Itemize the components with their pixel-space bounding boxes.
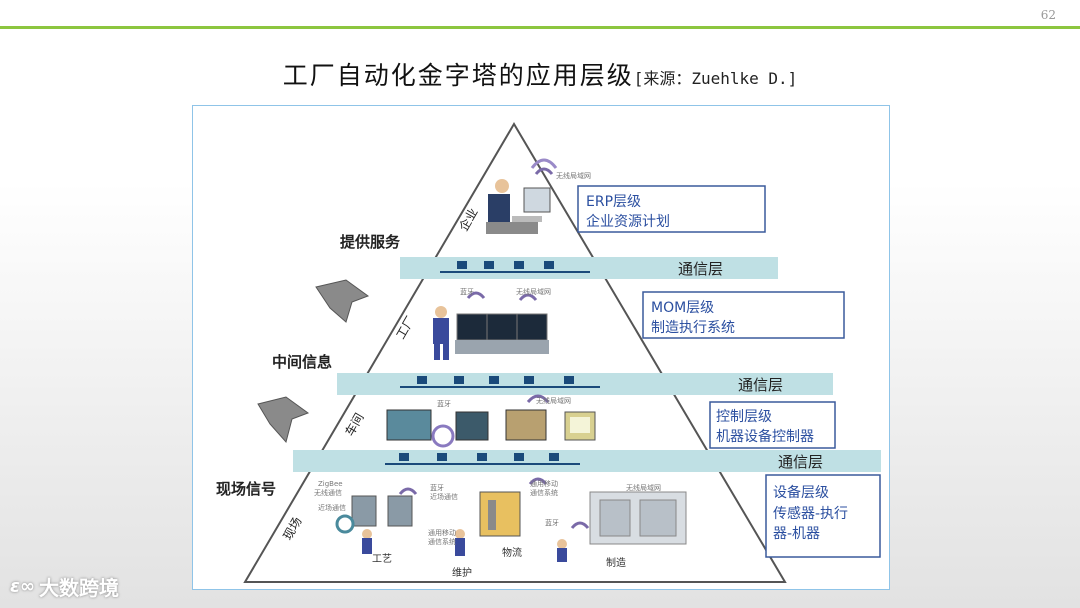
- mom-box-title: MOM层级: [651, 300, 714, 316]
- erp-box: [577, 185, 766, 233]
- network-bus-3: [385, 453, 580, 465]
- label-wlan-factory: 无线局域网: [516, 287, 551, 296]
- page-number: 62: [1040, 8, 1056, 22]
- arrow-up-icon-2: [257, 396, 310, 444]
- comm-layer-label-3: 通信层: [778, 453, 823, 471]
- network-bus-1: [440, 261, 590, 273]
- label-logistics: 物流: [502, 546, 522, 559]
- label-bluetooth-factory: 蓝牙: [460, 287, 474, 296]
- control-box: [709, 401, 836, 449]
- device-box-title: 设备层级: [773, 484, 829, 501]
- label-wlan-field: 无线局域网: [626, 483, 661, 492]
- comm-band-1: [400, 257, 778, 279]
- label-field-signals: 现场信号: [216, 480, 276, 498]
- arrow-up-icon: [315, 279, 370, 323]
- mom-box-subtitle: 制造执行系统: [651, 320, 735, 336]
- mom-box: [642, 291, 845, 339]
- erp-box-title: ERP层级: [586, 194, 641, 210]
- label-wlan-top: 无线局域网: [556, 171, 591, 180]
- label-bluetooth-field-2: 蓝牙: [545, 518, 559, 527]
- label-wireless-comm: 无线通信: [314, 488, 342, 497]
- label-near-field-comm: 近场通信: [430, 492, 458, 501]
- slide-title: 工厂自动化金字塔的应用层级[来源：Zuehlke D.]: [0, 56, 1080, 92]
- label-middle-info: 中间信息: [272, 353, 332, 371]
- label-bluetooth-workshop: 蓝牙: [437, 399, 451, 408]
- title-source: [来源：Zuehlke D.]: [633, 69, 798, 88]
- label-maintenance: 维护: [452, 566, 472, 579]
- device-box-subtitle-1: 传感器-执行: [773, 505, 848, 522]
- factory-monitors-illustration: [433, 291, 549, 360]
- comm-layer-label-1: 通信层: [678, 260, 723, 278]
- label-manufacturing: 制造: [606, 556, 626, 569]
- label-mobile-comm-2: 通用移动: [428, 528, 456, 537]
- label-mobile-comm: 通用移动: [530, 479, 558, 488]
- top-accent-bar: [0, 26, 1080, 29]
- comm-layer-label-2: 通信层: [738, 376, 783, 394]
- device-box: [765, 474, 881, 558]
- workshop-controllers-illustration: [386, 394, 596, 448]
- device-box-subtitle-2: 器-机器: [773, 526, 820, 542]
- enterprise-worker-illustration: [486, 158, 558, 234]
- label-zigbee: ZigBee: [318, 480, 343, 488]
- control-box-subtitle: 机器设备控制器: [716, 428, 814, 445]
- label-mobile-comm-sys: 通信系统: [530, 488, 558, 497]
- label-provide-services: 提供服务: [340, 233, 401, 251]
- label-mobile-comm-sys-2: 通信系统: [428, 537, 456, 546]
- control-box-title: 控制层级: [716, 409, 772, 425]
- network-bus-2: [400, 376, 600, 388]
- watermark-logo-icon: ε∞: [10, 576, 36, 597]
- label-craft: 工艺: [372, 553, 392, 565]
- watermark: ε∞ 大数跨境: [10, 572, 119, 601]
- erp-box-subtitle: 企业资源计划: [586, 213, 670, 230]
- label-bluetooth-field: 蓝牙: [430, 483, 444, 492]
- field-equipment-illustration: [335, 477, 687, 562]
- label-wlan-workshop: 无线局域网: [536, 396, 571, 405]
- watermark-text: 大数跨境: [39, 576, 120, 600]
- title-main: 工厂自动化金字塔的应用层级: [282, 61, 634, 90]
- label-near-field: 近场通信: [318, 503, 346, 512]
